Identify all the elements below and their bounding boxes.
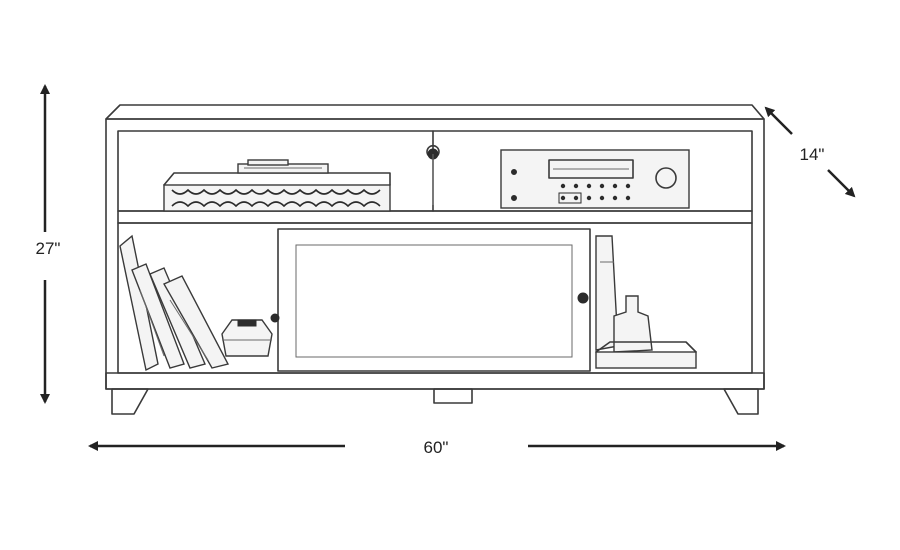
width-dimension: 60"	[88, 438, 786, 457]
width-label: 60"	[424, 438, 449, 457]
decorative-tray	[163, 159, 391, 212]
middle-shelf	[117, 210, 753, 224]
height-dimension: 27"	[36, 84, 61, 404]
door-knob-left-icon	[270, 313, 280, 323]
volume-knob-icon	[655, 167, 677, 189]
door-knob-icon	[577, 292, 589, 304]
center-leg	[433, 388, 473, 404]
depth-label: 14"	[800, 145, 825, 164]
receiver-buttons	[560, 183, 631, 201]
right-decor	[595, 235, 697, 369]
books	[119, 234, 230, 372]
stereo-receiver	[500, 149, 690, 209]
right-leg	[723, 388, 759, 415]
upper-knob-icon	[426, 144, 440, 156]
sliding-door	[270, 228, 591, 372]
left-leg	[111, 388, 149, 415]
small-tray	[595, 351, 697, 369]
depth-dimension: 14"	[764, 106, 856, 198]
tv-console-sketch	[105, 104, 765, 415]
depth-arrow-lower-icon	[827, 169, 856, 198]
quatrefoil-pattern	[171, 188, 381, 208]
decorative-box	[221, 319, 273, 357]
bottom-rail	[105, 372, 765, 390]
height-label: 27"	[36, 239, 61, 258]
console-top	[105, 104, 765, 120]
depth-arrow-upper-icon	[764, 106, 793, 135]
